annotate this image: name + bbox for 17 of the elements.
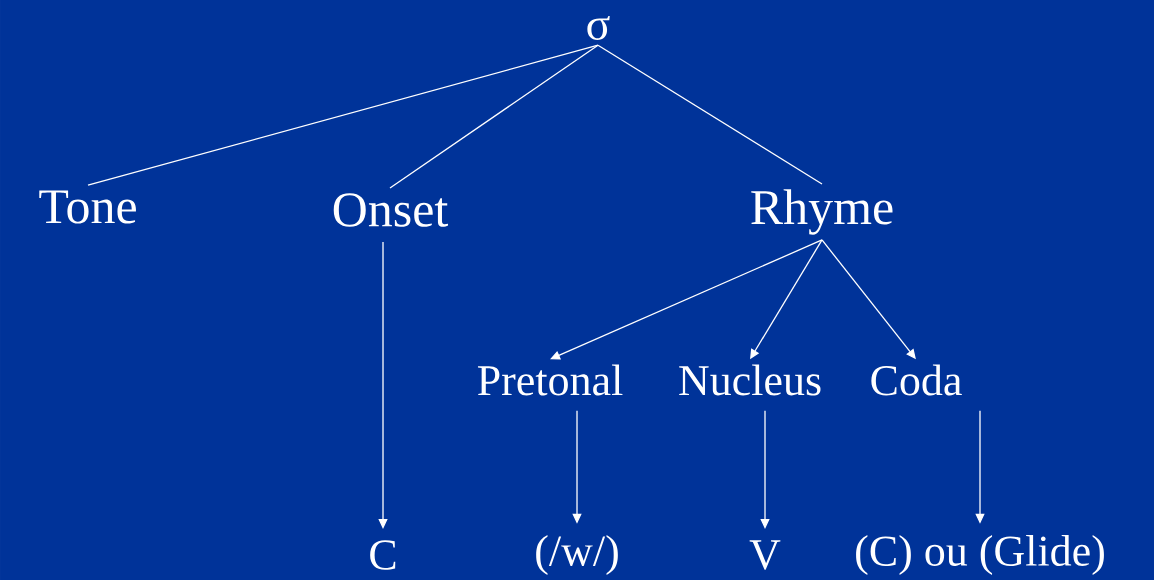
tree-label: (/w/) — [536, 535, 618, 575]
tree-label: σ — [587, 16, 610, 40]
tree-line — [87, 44, 599, 186]
tree-line — [389, 44, 599, 189]
tree-label: Rhyme — [751, 189, 893, 235]
arrow — [760, 410, 770, 529]
arrow — [378, 241, 388, 529]
tree-label: Tone — [39, 190, 136, 224]
tree-line — [597, 44, 823, 185]
tree-label: Pretonal — [477, 364, 623, 396]
arrow — [550, 239, 823, 360]
tree-label: C — [370, 540, 396, 570]
tree-label: Coda — [871, 364, 962, 396]
tree-label: (C) ou (Glide) — [856, 535, 1104, 575]
tree-label: Onset — [333, 193, 449, 227]
tree-label: V — [749, 540, 781, 570]
tree-label: Nucleus — [679, 364, 821, 396]
